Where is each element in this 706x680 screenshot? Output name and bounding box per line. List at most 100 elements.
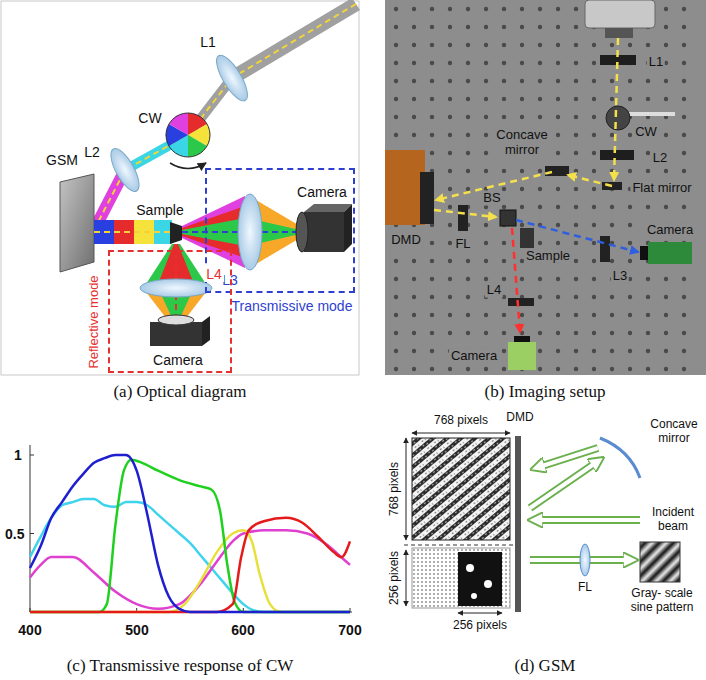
table-hole: [502, 79, 506, 83]
table-hole: [538, 79, 542, 83]
table-hole: [592, 295, 596, 299]
y-axis: [30, 445, 31, 612]
table-hole: [430, 313, 434, 317]
table-hole: [484, 25, 488, 29]
table-hole: [448, 187, 452, 191]
camera-icon: [158, 315, 194, 325]
table-hole: [628, 313, 632, 317]
table-hole: [574, 331, 578, 335]
camera-icon: [304, 204, 352, 212]
table-hole: [502, 97, 506, 101]
mode-region: L3CameraTransmissive mode: [205, 168, 355, 293]
table-hole: [448, 151, 452, 155]
sample-window: [458, 552, 502, 606]
table-hole: [448, 169, 452, 173]
table-hole: [664, 367, 668, 371]
table-hole: [430, 79, 434, 83]
table-hole: [538, 241, 542, 245]
table-hole: [448, 295, 452, 299]
table-hole: [394, 79, 398, 83]
table-hole: [430, 25, 434, 29]
table-hole: [592, 169, 596, 173]
table-hole: [628, 223, 632, 227]
table-hole: [430, 115, 434, 119]
table-hole: [592, 331, 596, 335]
component-label: L3: [611, 269, 629, 284]
mode-label: Reflective mode: [87, 273, 102, 370]
table-hole: [682, 205, 686, 209]
table-hole: [574, 349, 578, 353]
table-hole: [646, 331, 650, 335]
setup-component: [508, 298, 534, 306]
table-hole: [628, 367, 632, 371]
table-hole: [628, 349, 632, 353]
response-curve: [30, 455, 350, 612]
dimension-line: [412, 433, 510, 434]
setup-component: [514, 336, 530, 342]
beam-arrow: [530, 464, 594, 508]
setup-photo: [385, 0, 706, 375]
panel-frame: [1, 1, 359, 375]
response-curve: [30, 530, 350, 612]
response-curve: [30, 460, 350, 612]
table-hole: [592, 133, 596, 137]
camera-icon: [202, 316, 210, 346]
table-hole: [466, 115, 470, 119]
camera-icon: [150, 322, 202, 346]
table-hole: [556, 133, 560, 137]
lens-symbol: [238, 194, 262, 270]
table-hole: [556, 25, 560, 29]
table-hole: [646, 97, 650, 101]
component-label: Camera: [645, 223, 695, 238]
panel-caption: (c) Transmissive response of CW: [65, 656, 296, 676]
table-hole: [430, 349, 434, 353]
table-hole: [502, 367, 506, 371]
table-hole: [646, 313, 650, 317]
window-dot: [484, 580, 492, 588]
table-hole: [682, 151, 686, 155]
table-hole: [592, 241, 596, 245]
table-hole: [394, 25, 398, 29]
table-hole: [502, 169, 506, 173]
component-label: Flat mirror: [630, 181, 693, 196]
table-hole: [610, 295, 614, 299]
table-hole: [484, 7, 488, 11]
table-hole: [592, 43, 596, 47]
table-hole: [628, 97, 632, 101]
optical-axis: [93, 4, 356, 232]
table-hole: [574, 133, 578, 137]
table-hole: [646, 169, 650, 173]
dimension-label: 768 pixels: [432, 414, 490, 428]
table-hole: [574, 205, 578, 209]
setup-component: [600, 236, 610, 262]
component-label: FL: [453, 237, 472, 252]
table-hole: [574, 7, 578, 11]
divider-line: [404, 545, 514, 546]
table-hole: [610, 349, 614, 353]
table-hole: [394, 7, 398, 11]
table-hole: [412, 79, 416, 83]
table-hole: [538, 313, 542, 317]
table-hole: [448, 43, 452, 47]
table-hole: [484, 43, 488, 47]
table-hole: [448, 205, 452, 209]
component-label: CW: [633, 125, 659, 140]
setup-component: [520, 228, 534, 248]
table-hole: [628, 169, 632, 173]
table-hole: [448, 79, 452, 83]
table-hole: [430, 43, 434, 47]
table-hole: [574, 25, 578, 29]
table-hole: [574, 277, 578, 281]
table-hole: [520, 169, 524, 173]
table-hole: [448, 133, 452, 137]
table-hole: [682, 367, 686, 371]
table-hole: [520, 25, 524, 29]
table-hole: [466, 61, 470, 65]
table-hole: [628, 205, 632, 209]
table-hole: [628, 259, 632, 263]
table-hole: [556, 331, 560, 335]
component-label: Concave mirror: [492, 128, 552, 158]
table-hole: [574, 79, 578, 83]
table-hole: [574, 295, 578, 299]
table-hole: [520, 223, 524, 227]
